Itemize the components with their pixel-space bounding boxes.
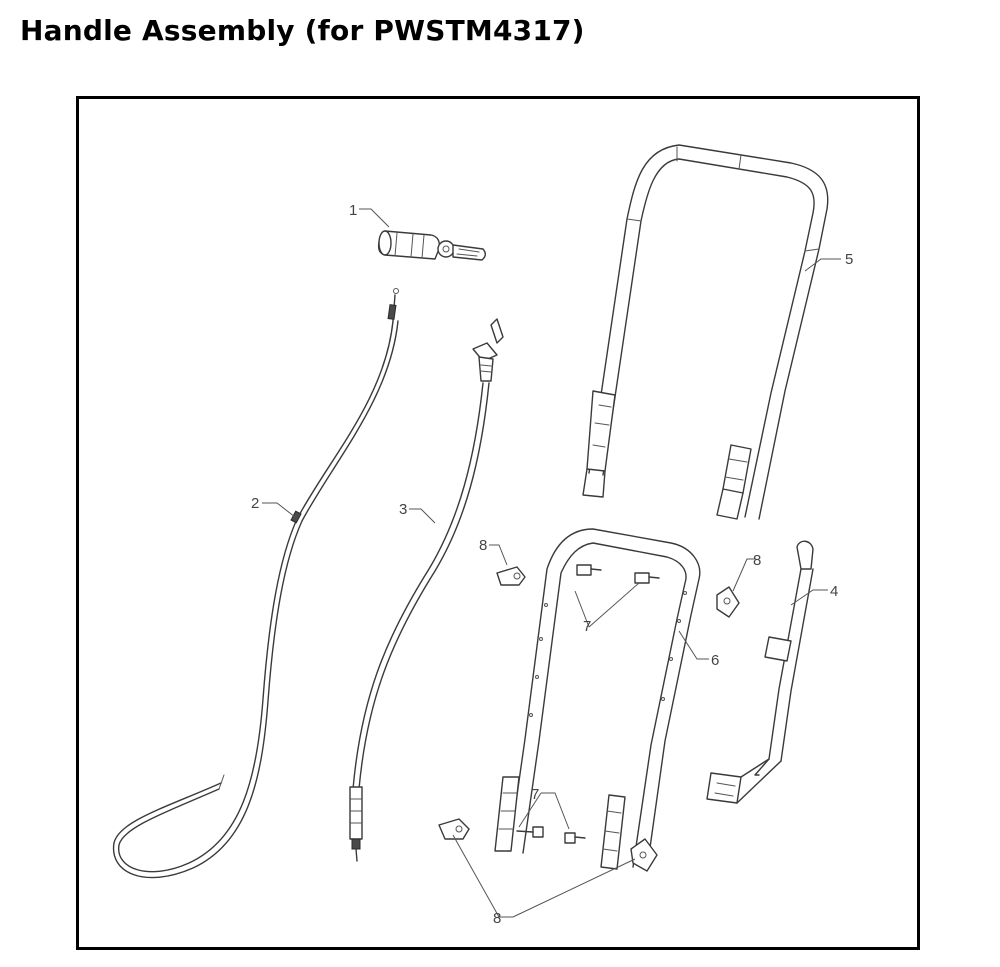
part-5-upper-handle	[582, 144, 829, 520]
callout-7-lower: 7	[531, 786, 539, 803]
callout-4: 4	[830, 583, 838, 600]
exploded-diagram-frame: 1 2 3 4 5 6 7 7 8 8 8	[76, 96, 920, 950]
part-2-cable	[112, 288, 399, 879]
callout-labels: 1 2 3 4 5 6 7 7 8 8 8	[251, 202, 853, 927]
callout-1: 1	[349, 202, 357, 219]
part-6-lower-handle	[494, 528, 701, 870]
callout-6: 6	[711, 652, 719, 669]
part-3-control-cable	[349, 318, 504, 862]
callout-3: 3	[399, 501, 407, 518]
part-4-side-bar	[706, 540, 814, 804]
callout-8-right: 8	[753, 552, 761, 569]
exploded-parts-drawing: 1 2 3 4 5 6 7 7 8 8 8	[112, 144, 853, 927]
callout-8-bottom: 8	[493, 910, 501, 927]
callout-7-upper: 7	[583, 618, 591, 635]
part-8-knobs	[438, 566, 740, 872]
callout-5: 5	[845, 251, 853, 268]
callout-2: 2	[251, 495, 259, 512]
part-7-bolts	[516, 564, 660, 844]
leader-lines	[262, 208, 841, 918]
page-title: Handle Assembly (for PWSTM4317)	[20, 14, 585, 47]
callout-8-left: 8	[479, 537, 487, 554]
part-1-switch-clip	[377, 230, 486, 261]
